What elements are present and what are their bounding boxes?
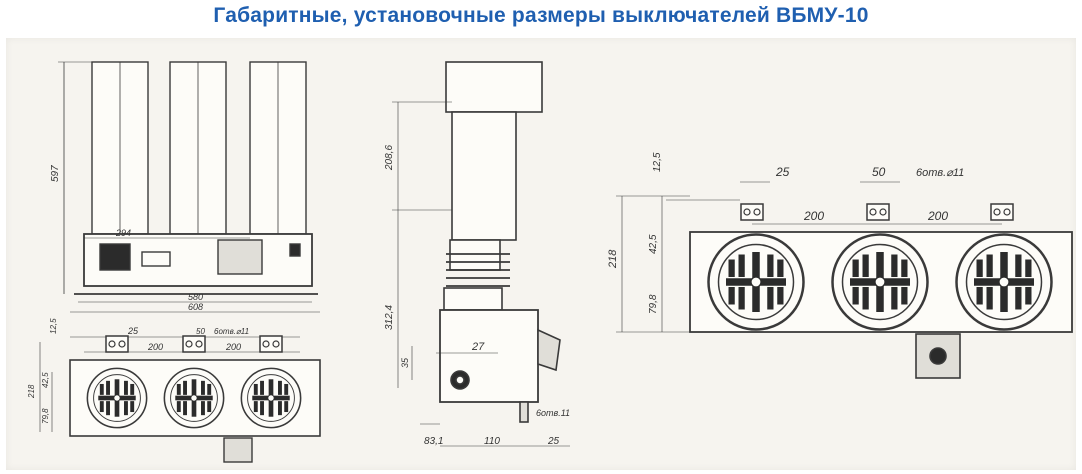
- small-holes-label: 6отв.⌀11: [214, 327, 249, 336]
- terminal-icon: [740, 203, 764, 221]
- front-width-608-label: 608: [188, 302, 203, 312]
- side-dim-110: 110: [484, 436, 500, 447]
- small-poles: [86, 335, 302, 429]
- front-view: [58, 61, 320, 313]
- small-dim-50: 50: [196, 327, 205, 336]
- front-width-580-label: 580: [188, 292, 203, 302]
- side-dim-208-6: 208,6: [384, 145, 395, 171]
- front-width-inner-label: 294: [115, 228, 131, 238]
- pole-icon: [955, 233, 1053, 331]
- pole-icon: [86, 367, 148, 429]
- large-dim-42-5: 42,5: [648, 234, 659, 254]
- pole-icon: [707, 233, 805, 331]
- pole-icon: [831, 233, 929, 331]
- side-dim-25: 25: [547, 436, 560, 447]
- side-dim-27: 27: [471, 341, 485, 353]
- side-dim-35: 35: [400, 357, 410, 368]
- terminal-icon: [866, 203, 890, 221]
- side-dim-83-1: 83,1: [424, 436, 443, 447]
- terminal-icon: [182, 335, 206, 353]
- page-title: Габаритные, установочные размеры выключа…: [213, 4, 869, 27]
- terminal-icon: [105, 335, 129, 353]
- side-view: [392, 61, 570, 447]
- large-dim-50: 50: [872, 165, 886, 179]
- front-height-label: 597: [50, 165, 61, 182]
- large-poles: [707, 203, 1053, 331]
- terminal-icon: [259, 335, 283, 353]
- small-dim-25: 25: [127, 326, 139, 336]
- small-pitch-2: 200: [225, 342, 241, 352]
- terminal-icon: [990, 203, 1014, 221]
- side-dim-312-4: 312,4: [384, 305, 395, 330]
- large-dim-12-5: 12,5: [652, 152, 663, 172]
- small-pitch-1: 200: [147, 342, 163, 352]
- small-dim-79-8: 79,8: [41, 408, 50, 424]
- small-dim-12-5: 12,5: [49, 318, 58, 334]
- small-dim-42-5: 42,5: [41, 372, 50, 388]
- pole-icon: [240, 367, 302, 429]
- pole-icon: [163, 367, 225, 429]
- small-dim-218: 218: [27, 384, 36, 399]
- large-holes-label: 6отв.⌀11: [916, 167, 964, 179]
- large-dim-218: 218: [607, 249, 619, 269]
- large-dim-25: 25: [775, 165, 790, 179]
- side-holes-label: 6отв.11: [536, 408, 570, 418]
- large-dim-79-8: 79,8: [648, 294, 659, 314]
- large-pitch-2: 200: [927, 209, 948, 223]
- large-pitch-1: 200: [803, 209, 824, 223]
